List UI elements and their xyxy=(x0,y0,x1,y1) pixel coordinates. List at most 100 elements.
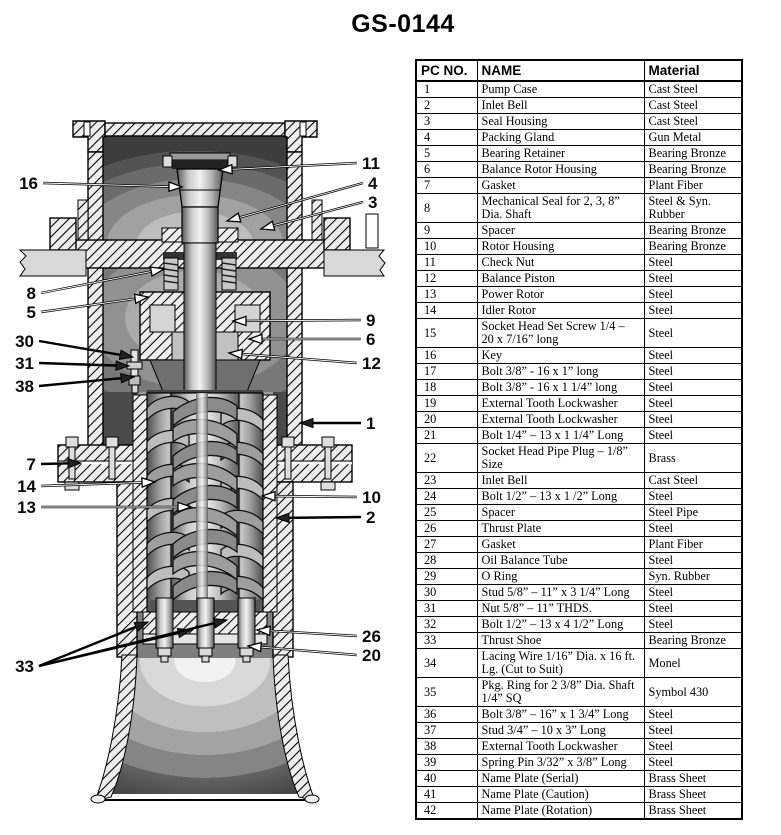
pump-case xyxy=(72,120,323,451)
part-number: 20 xyxy=(415,411,478,428)
callout-number-11: 11 xyxy=(362,154,380,173)
part-material: Steel xyxy=(643,395,743,412)
part-number: 22 xyxy=(415,443,478,473)
part-number: 15 xyxy=(415,318,478,348)
callout-leader-core xyxy=(229,162,358,170)
part-name: Bolt 1/2” – 13 x 1 /2” Long xyxy=(476,488,645,505)
part-name: Pkg. Ring for 2 3/8” Dia. Shaft 1/4” SQ xyxy=(476,677,645,707)
part-name: External Tooth Lockwasher xyxy=(476,395,645,412)
part-name: Oil Balance Tube xyxy=(476,552,645,569)
part-number: 12 xyxy=(415,270,478,287)
callout-arrowhead-icon xyxy=(149,266,166,278)
callout-arrowhead-icon xyxy=(246,641,263,653)
part-name: Bolt 3/8” - 16 x 1” long xyxy=(476,363,645,380)
part-number: 35 xyxy=(415,677,478,707)
callout-number-1: 1 xyxy=(366,414,375,433)
callout-arrowhead-icon xyxy=(141,477,157,489)
callout-arrowhead-icon xyxy=(247,333,263,345)
mechanical-seal-springs xyxy=(163,257,237,291)
callout-number-9: 9 xyxy=(366,311,375,330)
callout-arrowhead-icon xyxy=(260,490,276,502)
part-material: Cast Steel xyxy=(643,472,743,489)
callout-number-33: 33 xyxy=(15,657,34,676)
part-number: 40 xyxy=(415,770,478,787)
rotor-housing xyxy=(116,394,294,658)
part-name: Gasket xyxy=(476,177,645,194)
part-number: 42 xyxy=(415,802,478,820)
part-number: 37 xyxy=(415,722,478,739)
part-name: Bearing Retainer xyxy=(476,145,645,162)
part-number: 31 xyxy=(415,600,478,617)
part-material: Bearing Bronze xyxy=(643,632,743,649)
part-name: Nut 5/8” – 11” THDS. xyxy=(476,600,645,617)
callout-leader-core xyxy=(267,630,358,637)
callout-arrowhead-icon xyxy=(259,220,276,231)
callout-leader-line xyxy=(38,625,139,668)
part-name: Name Plate (Serial) xyxy=(476,770,645,787)
callout-number-3: 3 xyxy=(368,193,377,212)
part-number: 39 xyxy=(415,754,478,771)
callout-number-38: 38 xyxy=(15,377,34,396)
callout-number-7: 7 xyxy=(27,455,36,474)
part-name: Socket Head Set Screw 1/4 – 20 x 7/16” l… xyxy=(476,318,645,348)
part-material: Steel xyxy=(643,347,743,364)
part-number: 7 xyxy=(415,177,478,194)
part-number: 38 xyxy=(415,738,478,755)
part-name: Name Plate (Caution) xyxy=(476,786,645,803)
callout-arrowhead-icon xyxy=(227,348,244,360)
callout-arrowhead-icon xyxy=(118,349,135,361)
part-number: 10 xyxy=(415,238,478,255)
part-material: Monel xyxy=(643,648,743,678)
part-name: Stud 3/4” – 10 x 3” Long xyxy=(476,722,645,739)
callout-leader-core xyxy=(243,319,362,322)
part-number: 33 xyxy=(415,632,478,649)
part-number: 41 xyxy=(415,786,478,803)
part-name: Spacer xyxy=(476,222,645,239)
part-number: 16 xyxy=(415,347,478,364)
thrust-assembly xyxy=(142,597,268,663)
part-material: Symbol 430 xyxy=(643,677,743,707)
part-name: Inlet Bell xyxy=(476,472,645,489)
callout-leader-core xyxy=(258,646,358,656)
part-name: Inlet Bell xyxy=(476,97,645,114)
table-header-row: PC NO. NAME Material xyxy=(415,59,743,82)
header-pc-no: PC NO. xyxy=(415,59,478,82)
part-number: 14 xyxy=(415,302,478,319)
part-name: Packing Gland xyxy=(476,129,645,146)
part-number: 11 xyxy=(415,254,478,271)
part-number: 17 xyxy=(415,363,478,380)
callout-number-12: 12 xyxy=(362,354,381,373)
part-number: 4 xyxy=(415,129,478,146)
callout-number-4: 4 xyxy=(368,174,378,193)
callout-leader-line xyxy=(38,376,124,388)
part-name: Stud 5/8” – 11” x 3 1/4” Long xyxy=(476,584,645,601)
part-material: Brass xyxy=(643,443,743,473)
part-material: Steel xyxy=(643,411,743,428)
screw-rotors xyxy=(146,390,264,613)
part-name: Check Nut xyxy=(476,254,645,271)
